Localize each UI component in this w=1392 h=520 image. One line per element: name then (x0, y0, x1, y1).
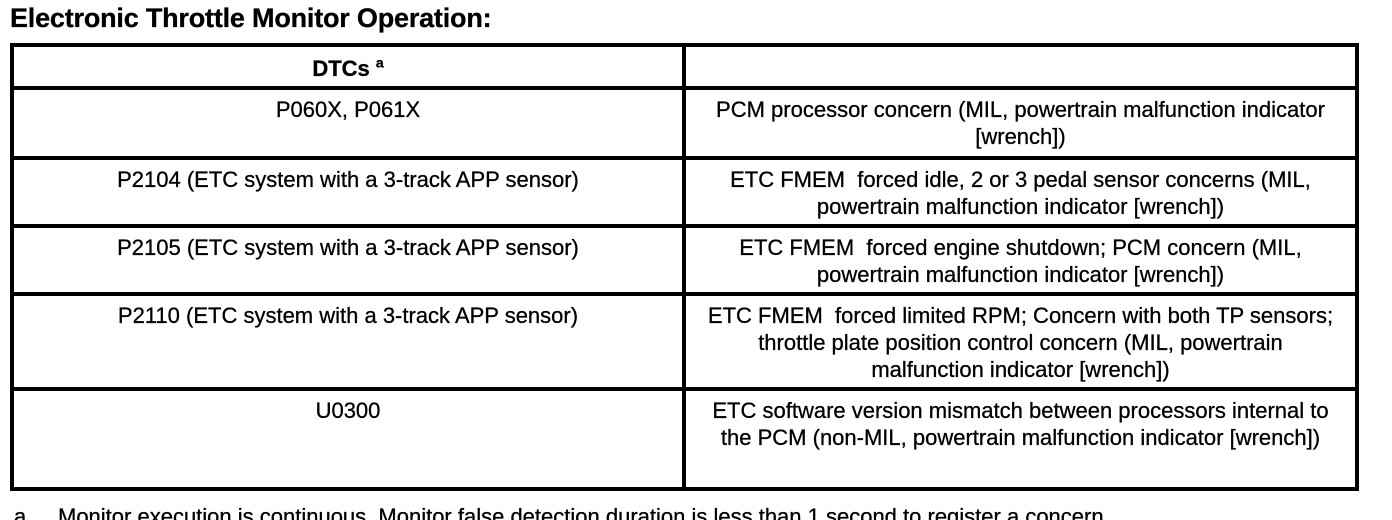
dtc-cell: P2104 (ETC system with a 3-track APP sen… (10, 156, 686, 228)
footnote: a Monitor execution is continuous. Monit… (14, 504, 1392, 520)
table-row: P2110 (ETC system with a 3-track APP sen… (10, 292, 1359, 391)
description-cell: ETC FMEM forced engine shutdown; PCM con… (682, 224, 1359, 296)
table-header-row: DTCs a (10, 43, 1359, 90)
page-title: Electronic Throttle Monitor Operation: (10, 3, 492, 33)
dtc-cell: U0300 (10, 387, 686, 491)
description-cell: ETC FMEM forced limited RPM; Concern wit… (682, 292, 1359, 391)
description-cell: ETC FMEM forced idle, 2 or 3 pedal senso… (682, 156, 1359, 228)
table-header-dtcs-label: DTCs (312, 56, 370, 81)
dtc-cell: P060X, P061X (10, 86, 686, 160)
table-header-description (682, 43, 1359, 90)
description-cell: PCM processor concern (MIL, powertrain m… (682, 86, 1359, 160)
table-row: P2105 (ETC system with a 3-track APP sen… (10, 224, 1359, 296)
table-row: P060X, P061X PCM processor concern (MIL,… (10, 86, 1359, 160)
table-row: U0300 ETC software version mismatch betw… (10, 387, 1359, 491)
footnote-marker: a (14, 504, 27, 520)
footnote-text: Monitor execution is continuous. Monitor… (58, 504, 1110, 520)
dtc-table: DTCs a P060X, P061X PCM processor concer… (10, 43, 1359, 491)
description-cell: ETC software version mismatch between pr… (682, 387, 1359, 491)
dtc-cell: P2110 (ETC system with a 3-track APP sen… (10, 292, 686, 391)
table-header-dtcs: DTCs a (10, 43, 686, 90)
footnote-marker-superscript: a (375, 54, 384, 71)
table-row: P2104 (ETC system with a 3-track APP sen… (10, 156, 1359, 228)
dtc-cell: P2105 (ETC system with a 3-track APP sen… (10, 224, 686, 296)
